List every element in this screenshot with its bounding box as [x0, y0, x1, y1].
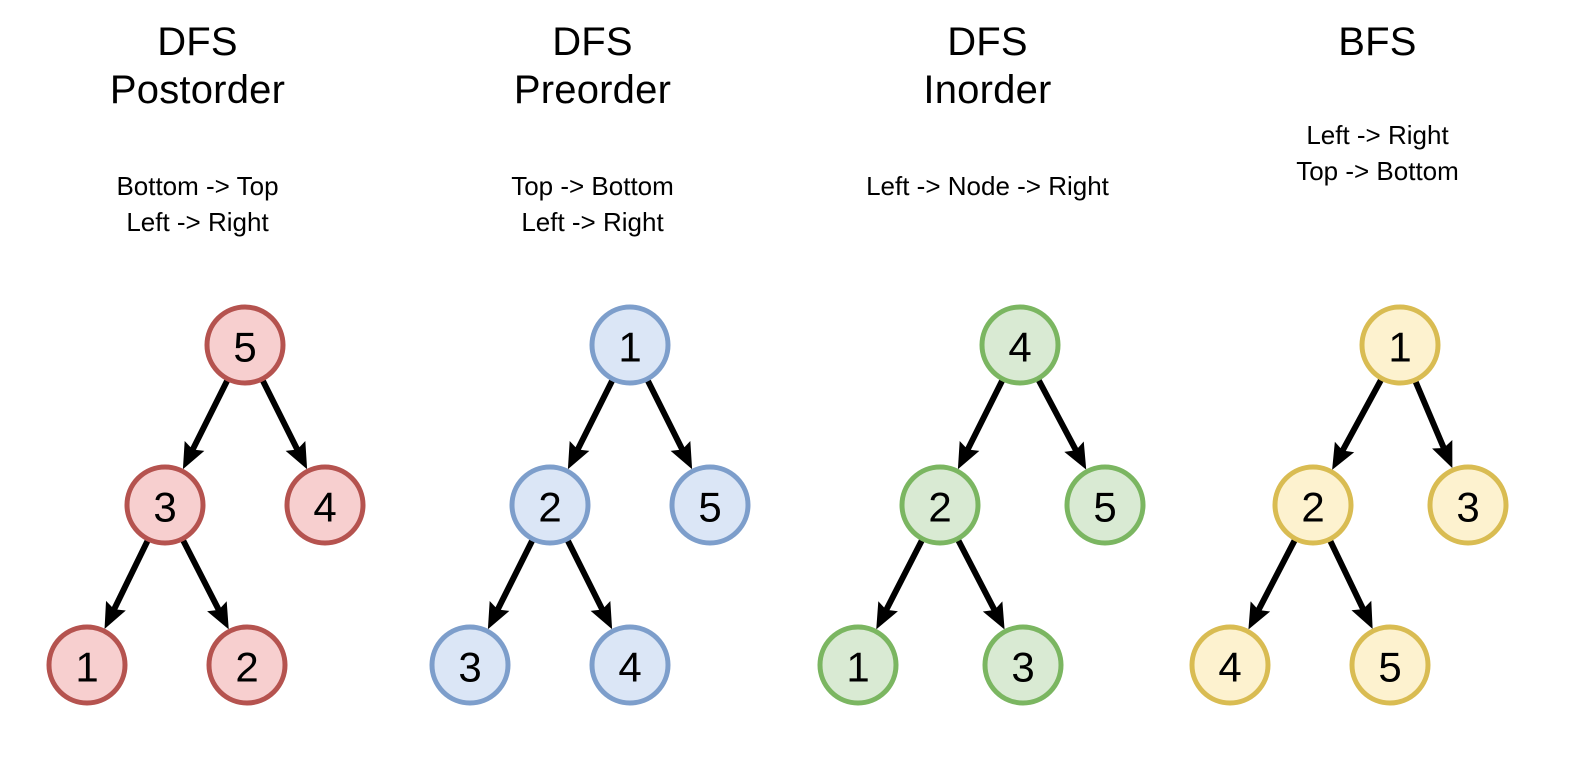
tree-node[interactable]: 2 — [509, 464, 591, 546]
node-circle — [1349, 624, 1431, 706]
node-label: 1 — [846, 644, 869, 691]
tree-edge-arrow — [954, 537, 1005, 630]
node-label: 3 — [1011, 644, 1034, 691]
tree-edge-arrow — [1326, 537, 1373, 629]
node-circle — [979, 304, 1061, 386]
tree-node[interactable]: 3 — [429, 624, 511, 706]
node-circle — [589, 624, 671, 706]
tree-diagram-bfs: 1 2 3 4 5 — [1189, 304, 1509, 706]
column-subtitle-dfs-inorder: Left -> Node -> Right — [866, 171, 1109, 201]
tree-edge-arrow — [182, 377, 231, 470]
node-circle — [206, 624, 288, 706]
tree-node[interactable]: 3 — [982, 624, 1064, 706]
tree-node[interactable]: 5 — [1064, 464, 1146, 546]
tree-edge-arrow — [1248, 537, 1299, 630]
tree-edge-arrow — [564, 537, 613, 630]
tree-edge-arrow — [1412, 378, 1453, 469]
node-circle — [204, 304, 286, 386]
column-subtitle-bfs: Left -> Right Top -> Bottom — [1296, 120, 1459, 186]
node-circle — [46, 624, 128, 706]
node-label: 1 — [75, 644, 98, 691]
tree-node[interactable]: 3 — [1427, 464, 1509, 546]
tree-diagram-dfs-postorder: 5 3 4 1 2 — [46, 304, 366, 706]
tree-node[interactable]: 2 — [899, 464, 981, 546]
tree-node[interactable]: 2 — [206, 624, 288, 706]
node-label: 4 — [313, 484, 336, 531]
node-label: 2 — [928, 484, 951, 531]
node-circle — [509, 464, 591, 546]
node-label: 3 — [1456, 484, 1479, 531]
node-circle — [1359, 304, 1441, 386]
node-label: 5 — [233, 324, 256, 371]
tree-node[interactable]: 4 — [1189, 624, 1271, 706]
node-label: 5 — [698, 484, 721, 531]
column-title-dfs-preorder: DFS Preorder — [513, 20, 672, 112]
tree-node[interactable]: 4 — [284, 464, 366, 546]
node-circle — [1064, 464, 1146, 546]
tree-edge-arrow — [487, 537, 536, 630]
tree-node[interactable]: 4 — [589, 624, 671, 706]
tree-node[interactable]: 3 — [124, 464, 206, 546]
tree-edge-arrow — [957, 377, 1006, 470]
node-circle — [899, 464, 981, 546]
tree-edge-arrow — [104, 537, 152, 630]
node-label: 2 — [1301, 484, 1324, 531]
column-title-dfs-postorder: DFS Postorder — [109, 20, 286, 112]
column-title-bfs: BFS — [1338, 20, 1417, 64]
node-label: 4 — [1008, 324, 1031, 371]
node-label: 2 — [538, 484, 561, 531]
tree-node[interactable]: 5 — [1349, 624, 1431, 706]
tree-edge-arrow — [644, 377, 693, 470]
tree-diagram-dfs-inorder: 4 2 5 1 3 — [817, 304, 1146, 706]
tree-edge-arrow — [179, 537, 229, 630]
tree-node[interactable]: 1 — [46, 624, 128, 706]
node-circle — [124, 464, 206, 546]
tree-node[interactable]: 1 — [1359, 304, 1441, 386]
node-label: 5 — [1378, 644, 1401, 691]
node-label: 5 — [1093, 484, 1116, 531]
tree-diagram-dfs-preorder: 1 2 5 3 4 — [429, 304, 751, 706]
tree-node[interactable]: 1 — [817, 624, 899, 706]
tree-node[interactable]: 5 — [204, 304, 286, 386]
node-label: 4 — [618, 644, 641, 691]
tree-node[interactable]: 1 — [589, 304, 671, 386]
node-label: 2 — [235, 644, 258, 691]
node-circle — [284, 464, 366, 546]
column-subtitle-dfs-preorder: Top -> Bottom Left -> Right — [511, 171, 674, 237]
node-circle — [1427, 464, 1509, 546]
node-circle — [1189, 624, 1271, 706]
node-label: 1 — [1388, 324, 1411, 371]
node-label: 3 — [153, 484, 176, 531]
tree-edge-arrow — [1332, 376, 1385, 470]
node-label: 1 — [618, 324, 641, 371]
node-circle — [589, 304, 671, 386]
tree-node[interactable]: 2 — [1272, 464, 1354, 546]
node-circle — [429, 624, 511, 706]
column-subtitle-dfs-postorder: Bottom -> Top Left -> Right — [116, 171, 279, 237]
node-circle — [817, 624, 899, 706]
tree-edge-arrow — [259, 377, 308, 470]
tree-edge-arrow — [567, 377, 616, 470]
node-label: 4 — [1218, 644, 1241, 691]
tree-edge-arrow — [1035, 377, 1087, 470]
tree-node[interactable]: 5 — [669, 464, 751, 546]
node-circle — [1272, 464, 1354, 546]
tree-node[interactable]: 4 — [979, 304, 1061, 386]
node-circle — [982, 624, 1064, 706]
node-label: 3 — [458, 644, 481, 691]
column-title-dfs-inorder: DFS Inorder — [923, 20, 1052, 112]
node-circle — [669, 464, 751, 546]
traversal-column-bfs: BFS Left -> Right Top -> Bottom 1 2 3 4 5 — [1180, 0, 1575, 762]
tree-edge-arrow — [876, 537, 926, 630]
